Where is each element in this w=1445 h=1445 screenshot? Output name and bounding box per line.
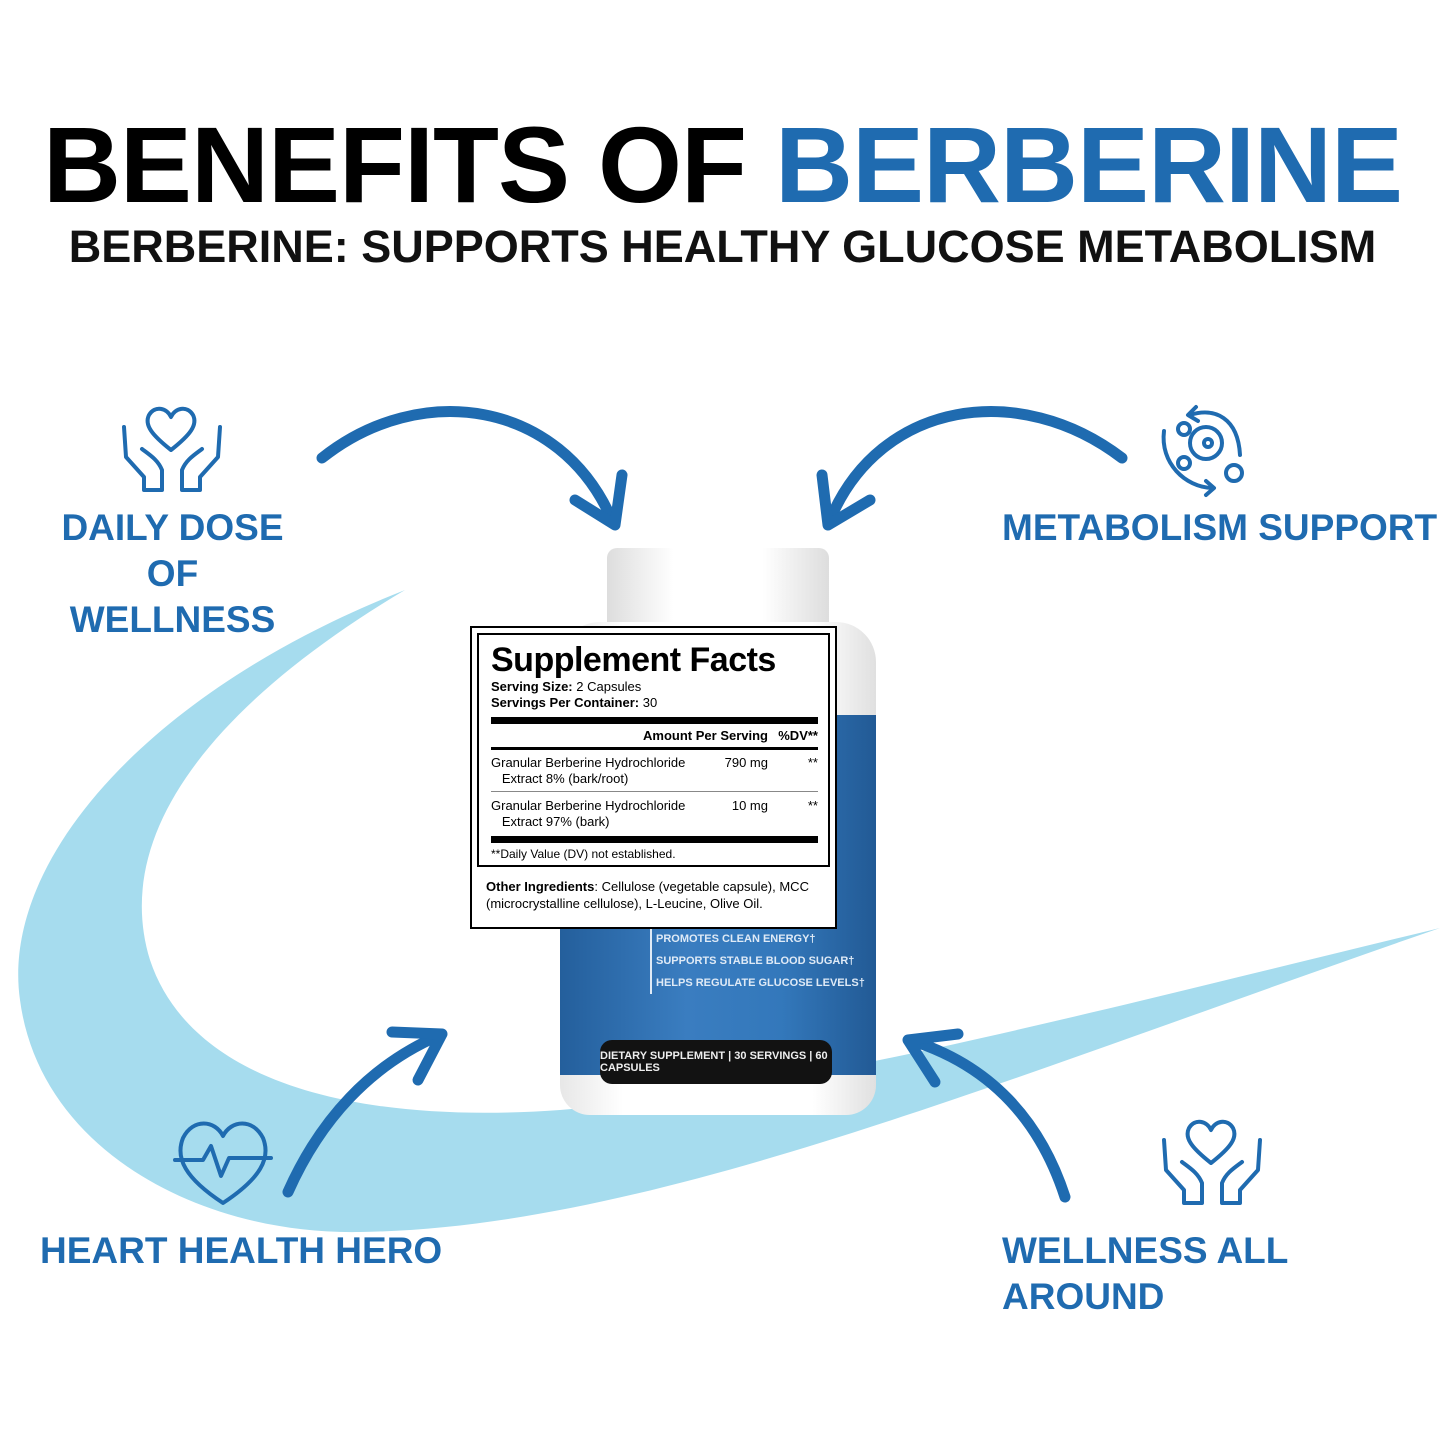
divider <box>491 836 818 843</box>
supplement-facts-panel: Supplement Facts Serving Size: 2 Capsule… <box>470 626 837 929</box>
other-text: : Cellulose (vegetable capsule), MCC (mi… <box>486 879 809 911</box>
supplement-facts-title: Supplement Facts <box>491 641 776 679</box>
servings: 30 <box>639 695 658 710</box>
footnote: **Daily Value (DV) not established. <box>491 847 676 861</box>
ingredient-dv: ** <box>807 755 818 770</box>
ingredient-name: Granular Berberine Hydrochloride <box>491 755 686 770</box>
benefit-label-line2: WELLNESS <box>69 599 276 640</box>
title-part-1: BENEFITS OF <box>42 104 775 225</box>
ingredient-name: Granular Berberine Hydrochloride <box>491 798 686 813</box>
divider <box>491 791 818 792</box>
arrow-bottom-right <box>902 1028 1071 1203</box>
facts-row: Granular Berberine Hydrochloride Extract… <box>491 798 818 830</box>
benefit-wellness: WELLNESS ALL AROUND <box>1002 1230 1288 1317</box>
arrow-top-left <box>316 406 628 531</box>
col-dv: %DV** <box>778 728 818 743</box>
hands-heart-icon <box>1162 1119 1262 1205</box>
hands-heart-icon <box>122 406 222 492</box>
other-label: Other Ingredients <box>486 879 595 894</box>
metabolism-cycle-icon <box>1161 405 1244 497</box>
ingredient-dv: ** <box>807 798 818 813</box>
page-title: BENEFITS OF BERBERINE <box>0 105 1445 225</box>
ingredient-amount: 790 mg <box>724 755 768 770</box>
claim: PROMOTES CLEAN ENERGY† <box>650 928 865 950</box>
arrow-top-right <box>816 406 1128 531</box>
benefit-label-line1: DAILY DOSE OF <box>61 507 284 594</box>
benefit-metabolism: METABOLISM SUPPORT <box>1002 507 1438 548</box>
bottle-cap <box>607 548 829 626</box>
other-ingredients: Other Ingredients: Cellulose (vegetable … <box>472 872 835 918</box>
benefit-heart-health: HEART HEALTH HERO <box>40 1230 443 1271</box>
serving-size-label: Serving Size: <box>491 679 573 694</box>
divider <box>491 747 818 750</box>
title-accent: BERBERINE <box>774 104 1403 225</box>
benefit-daily-dose: DAILY DOSE OF WELLNESS <box>40 505 305 643</box>
facts-row: Granular Berberine Hydrochloride Extract… <box>491 755 818 787</box>
servings-label: Servings Per Container: <box>491 695 640 710</box>
divider <box>491 717 818 724</box>
ingredient-amount: 10 mg <box>731 798 768 813</box>
serving-size: 2 Capsules <box>572 679 642 694</box>
bottle-claims: PROMOTES CLEAN ENERGY† SUPPORTS STABLE B… <box>650 928 865 994</box>
ingredient-detail: Extract 97% (bark) <box>501 814 610 829</box>
claim: SUPPORTS STABLE BLOOD SUGAR† <box>650 950 865 972</box>
page-subtitle: BERBERINE: SUPPORTS HEALTHY GLUCOSE META… <box>68 221 1377 272</box>
col-amount: Amount Per Serving <box>643 728 768 743</box>
bottle-band: DIETARY SUPPLEMENT | 30 SERVINGS | 60 CA… <box>600 1040 832 1084</box>
arrow-bottom-left <box>282 1026 448 1198</box>
heart-pulse-icon <box>173 1121 273 1205</box>
ingredient-detail: Extract 8% (bark/root) <box>501 771 629 786</box>
claim: HELPS REGULATE GLUCOSE LEVELS† <box>650 972 865 994</box>
